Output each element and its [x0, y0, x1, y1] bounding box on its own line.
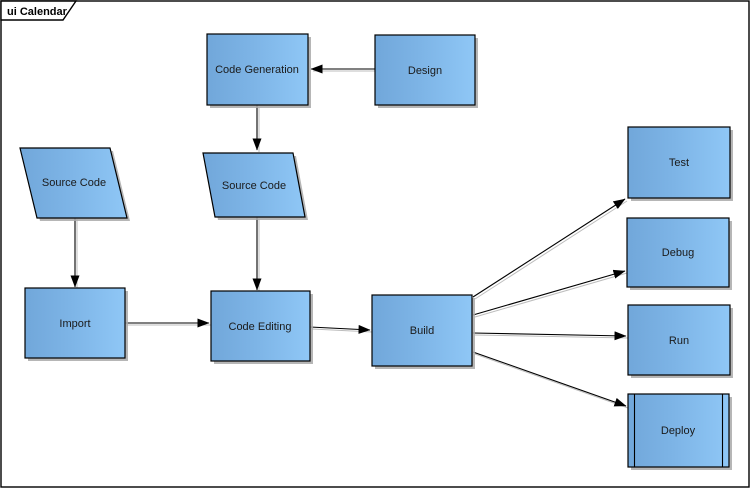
node-debug-label: Debug	[662, 247, 694, 259]
node-code-editing[interactable]: Code Editing	[210, 290, 313, 364]
edge-build-to-debug[interactable]	[472, 269, 628, 318]
edge-code-editing-to-build[interactable]	[309, 324, 373, 334]
node-deploy-label: Deploy	[661, 425, 696, 437]
edge-import-to-code-editing[interactable]	[125, 318, 211, 328]
node-source-code-top[interactable]: Source Code	[202, 152, 308, 220]
node-test-label: Test	[669, 157, 689, 169]
edges-layer	[70, 64, 629, 409]
edge-code-generation-to-source-code[interactable]	[252, 105, 262, 152]
node-source-code-left-label: Source Code	[42, 177, 106, 189]
frame-tab-label: ui Calendar	[7, 6, 68, 18]
edge-source-code-to-import[interactable]	[70, 217, 80, 289]
node-code-generation[interactable]: Code Generation	[206, 33, 311, 108]
node-deploy[interactable]: Deploy	[627, 393, 732, 470]
node-design-label: Design	[408, 65, 442, 77]
edge-design-to-code-generation[interactable]	[310, 64, 377, 74]
node-import[interactable]: Import	[24, 287, 128, 361]
edge-build-to-deploy[interactable]	[472, 351, 629, 409]
node-debug[interactable]: Debug	[626, 217, 732, 290]
node-run-label: Run	[669, 335, 689, 347]
edge-source-code-to-code-editing[interactable]	[252, 217, 262, 292]
node-source-code-left[interactable]: Source Code	[19, 147, 130, 221]
frame-tab	[0, 0, 78, 21]
node-import-label: Import	[59, 318, 90, 330]
node-source-code-top-label: Source Code	[222, 180, 286, 192]
node-design[interactable]: Design	[374, 34, 478, 108]
edge-build-to-test[interactable]	[472, 198, 628, 300]
node-run[interactable]: Run	[627, 304, 733, 378]
node-build-label: Build	[410, 325, 434, 337]
nodes-layer: Code Generation Design Source Code Sourc…	[19, 33, 733, 470]
node-test[interactable]: Test	[627, 126, 733, 201]
node-build[interactable]: Build	[371, 294, 475, 369]
node-code-generation-label: Code Generation	[215, 64, 299, 76]
node-code-editing-label: Code Editing	[229, 321, 292, 333]
edge-build-to-run[interactable]	[472, 331, 629, 341]
